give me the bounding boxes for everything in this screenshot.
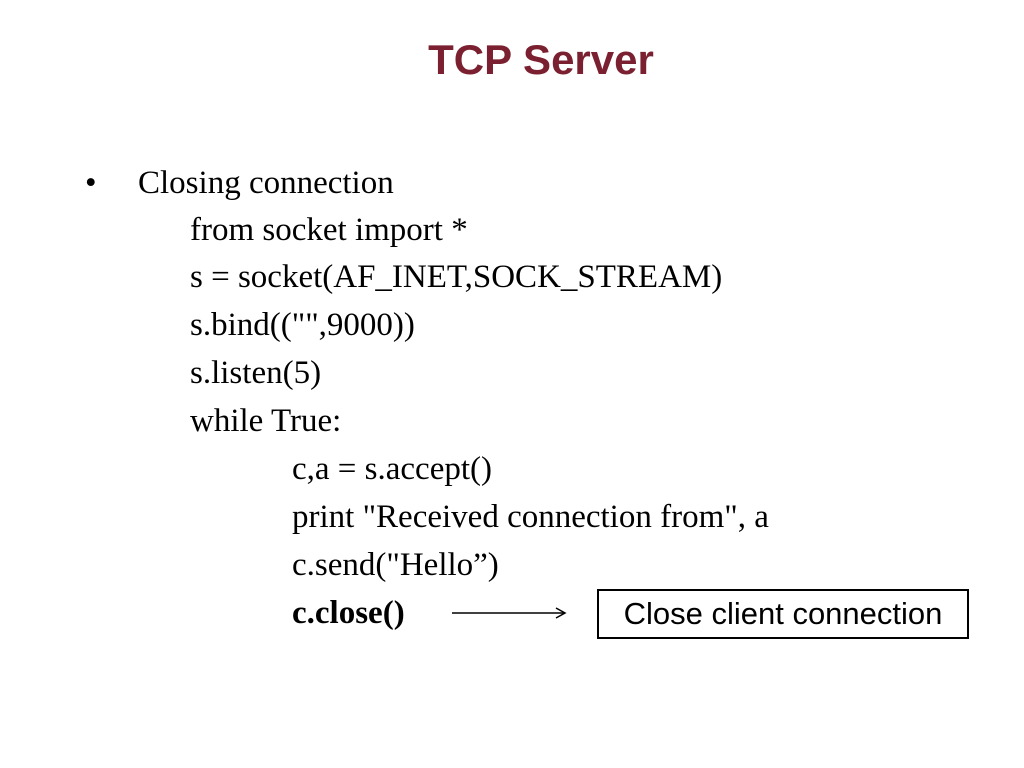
code-line-close: c.close() [292, 595, 405, 631]
arrow-right-icon [452, 607, 567, 619]
code-line-listen: s.listen(5) [190, 355, 322, 391]
slide-title: TCP Server [428, 36, 654, 83]
code-line-while: while True: [190, 403, 342, 439]
bullet-symbol: • [85, 165, 97, 201]
code-line-import: from socket import * [190, 212, 468, 248]
code-line-print: print "Received connection from", a [292, 499, 769, 535]
code-line-accept: c,a = s.accept() [292, 451, 492, 487]
code-line-socket: s = socket(AF_INET,SOCK_STREAM) [190, 259, 723, 295]
code-line-send: c.send("Hello”) [292, 547, 499, 583]
callout-box: Close client connection [597, 589, 969, 639]
code-line-bind: s.bind(("",9000)) [190, 307, 415, 343]
bullet-text: Closing connection [138, 165, 394, 201]
